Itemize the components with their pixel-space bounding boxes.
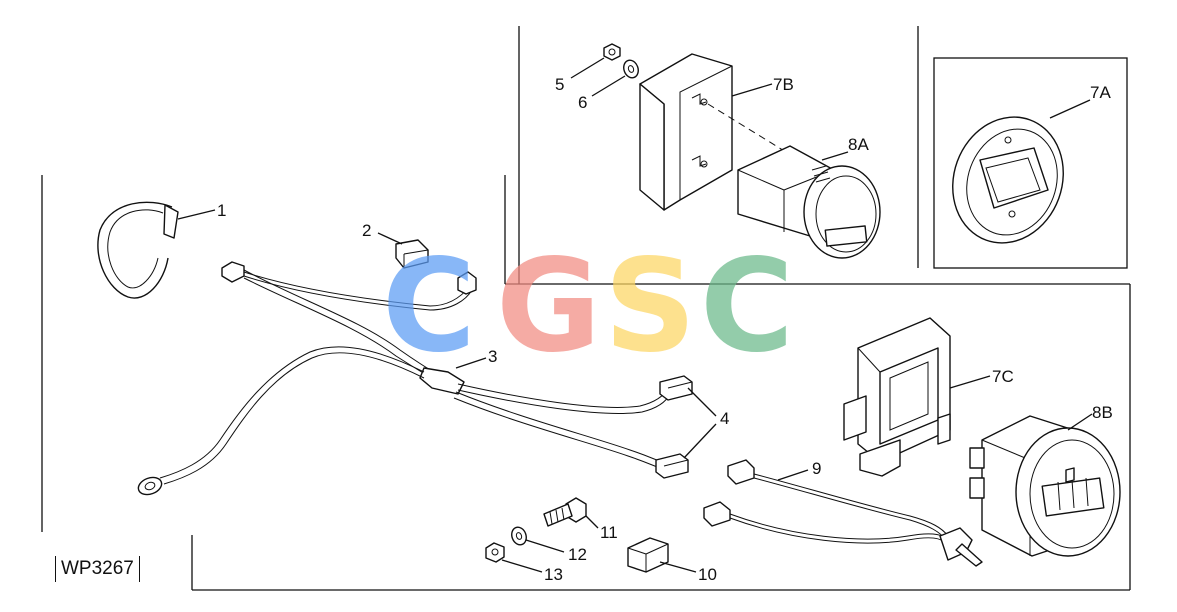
watermark-letter-s: S: [604, 232, 696, 381]
callout-7b: 7B: [773, 75, 794, 94]
part-8a-hour-meter: [737, 145, 881, 259]
callout-7c: 7C: [992, 367, 1014, 386]
callout-3: 3: [488, 347, 497, 366]
callout-10: 10: [698, 565, 717, 584]
part-3-wiring-harness: [137, 261, 671, 496]
part-7c-frame: [843, 317, 991, 477]
callout-13: 13: [544, 565, 563, 584]
callout-7a: 7A: [1090, 83, 1111, 102]
part-12-washer: [511, 526, 565, 553]
callout-9: 9: [812, 459, 821, 478]
part-5-nut: [570, 43, 621, 79]
callout-8a: 8A: [848, 135, 869, 154]
callout-2: 2: [362, 221, 371, 240]
part-6-washer: [591, 59, 639, 97]
part-2-connector: [377, 232, 429, 269]
watermark: C G S C: [382, 232, 794, 381]
figure-code: WP3267: [55, 556, 140, 582]
part-13-nut: [485, 542, 543, 573]
frame-lines: [41, 26, 1131, 591]
callout-11: 11: [600, 523, 618, 542]
inset-box-7a: [933, 57, 1128, 269]
callout-12: 12: [568, 545, 587, 564]
part-9-jumper-wire: [703, 459, 983, 567]
part-1-cable-tie: [97, 201, 216, 299]
part-7a-bezel: [952, 99, 1091, 244]
watermark-letter-c2: C: [700, 232, 794, 381]
watermark-letter-c1: C: [382, 232, 476, 381]
part-10-connector-block: [627, 537, 697, 573]
callout-8b: 8B: [1092, 403, 1113, 422]
callout-1: 1: [217, 201, 226, 220]
part-7b-bracket: [639, 53, 813, 211]
callout-labels: 1 2 3 4 5 6 7A 7B 7C 8A 8B 9 10 11 12 13: [217, 75, 1113, 584]
part-11-bolt: [543, 497, 599, 529]
part-8b-hour-meter: [969, 413, 1121, 557]
callout-4: 4: [720, 409, 729, 428]
callout-6: 6: [578, 93, 587, 112]
part-4-connectors: [655, 375, 717, 479]
callout-5: 5: [555, 75, 564, 94]
watermark-letter-g: G: [496, 232, 601, 381]
